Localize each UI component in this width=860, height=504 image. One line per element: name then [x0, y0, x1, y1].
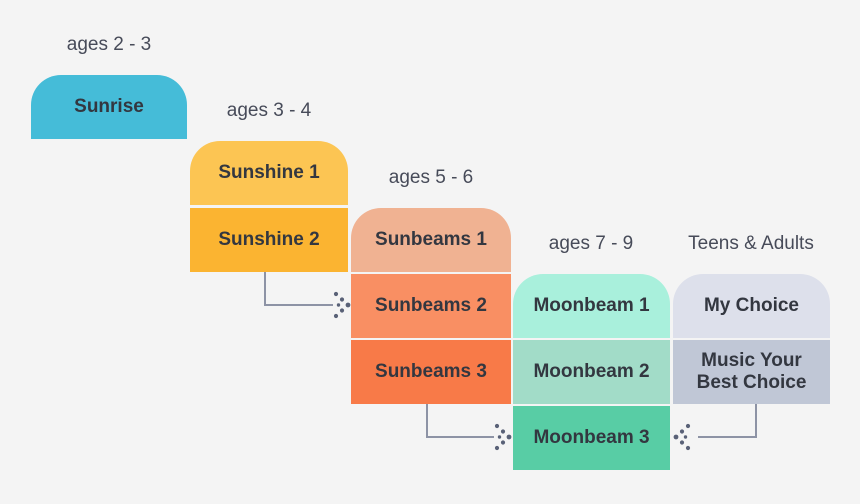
age-label-moonbeam: ages 7 - 9	[548, 233, 634, 254]
block-sunrise: Sunrise	[31, 75, 187, 139]
age-label-sunbeams: ages 5 - 6	[388, 167, 474, 188]
block-music-your-best-choice-label: Music Your Best Choice	[696, 349, 807, 393]
block-moonbeam-2-label: Moonbeam 2	[533, 360, 650, 382]
age-label-teens-adults: Teens & Adults	[688, 233, 814, 254]
block-sunbeams-2: Sunbeams 2	[351, 274, 511, 338]
block-sunrise-label: Sunrise	[74, 95, 144, 117]
connector-sunbeams3-to-moonbeam3	[426, 404, 512, 451]
connector-sunshine2-to-sunbeams2	[264, 272, 351, 319]
block-sunshine-1-label: Sunshine 1	[218, 161, 320, 183]
block-sunbeams-3: Sunbeams 3	[351, 340, 511, 404]
block-sunbeams-3-label: Sunbeams 3	[375, 360, 487, 382]
age-label-sunrise: ages 2 - 3	[66, 34, 152, 55]
block-sunbeams-2-label: Sunbeams 2	[375, 294, 487, 316]
block-sunshine-1: Sunshine 1	[190, 141, 348, 205]
block-moonbeam-2: Moonbeam 2	[513, 340, 670, 404]
age-label-sunshine: ages 3 - 4	[226, 100, 312, 121]
block-moonbeam-1: Moonbeam 1	[513, 274, 670, 338]
block-sunbeams-1: Sunbeams 1	[351, 208, 511, 272]
block-sunshine-2-label: Sunshine 2	[218, 228, 320, 250]
dotted-arrowhead-right-icon	[333, 291, 351, 319]
block-moonbeam-3: Moonbeam 3	[513, 406, 670, 470]
block-my-choice-label: My Choice	[703, 294, 800, 316]
block-music-your-best-choice: Music Your Best Choice	[673, 340, 830, 404]
block-moonbeam-3-label: Moonbeam 3	[533, 426, 650, 448]
block-my-choice: My Choice	[673, 274, 830, 338]
dotted-arrowhead-left-icon	[673, 423, 691, 451]
dotted-arrowhead-right-icon	[494, 423, 512, 451]
connector-music-your-best-choice-to-moonbeam3	[673, 404, 757, 451]
block-sunbeams-1-label: Sunbeams 1	[375, 228, 487, 250]
block-sunshine-2: Sunshine 2	[190, 208, 348, 272]
block-moonbeam-1-label: Moonbeam 1	[533, 294, 650, 316]
